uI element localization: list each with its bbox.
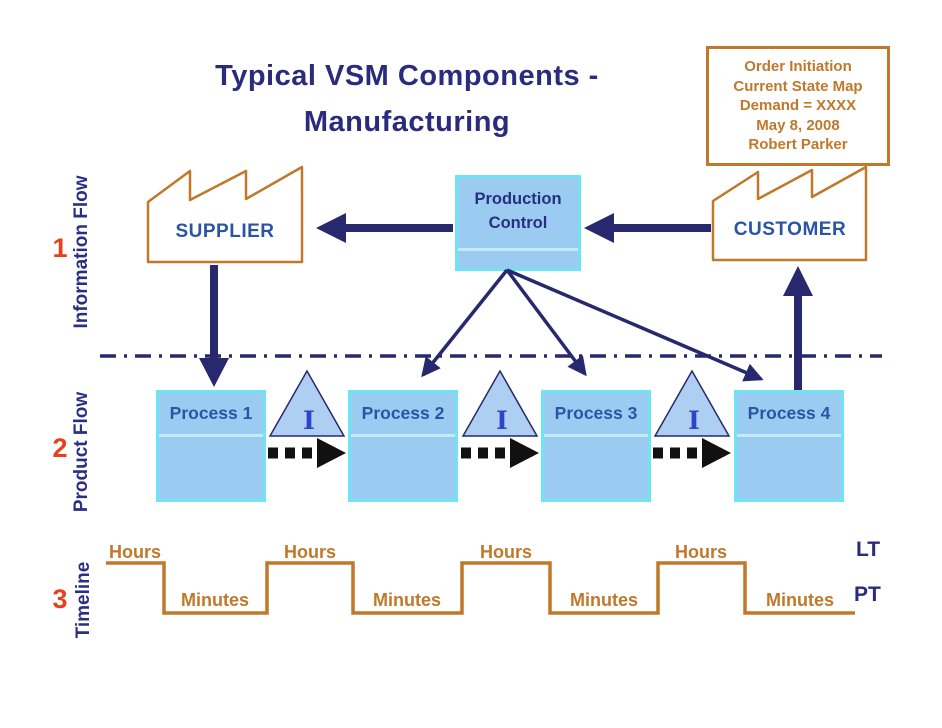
minutes-label-2: Minutes [372, 590, 441, 610]
arrow-production-control-to-supplier [316, 213, 453, 243]
hours-label-4: Hours [674, 542, 727, 562]
minutes-label-4: Minutes [765, 590, 834, 610]
process-3-label: Process 3 [544, 393, 648, 437]
hours-label-2: Hours [283, 542, 336, 562]
production-control-box: Production Control [455, 175, 581, 271]
inventory-triangle-3: I [653, 369, 731, 437]
arrow-production-control-to-process-4 [506, 268, 764, 382]
process-box-4: Process 4 [734, 390, 844, 502]
customer-label: CUSTOMER [733, 219, 847, 240]
inventory-symbol-2: I [496, 406, 508, 435]
note-line-current-state-map: Current State Map [733, 77, 863, 95]
process-2-label: Process 2 [351, 393, 455, 437]
arrow-process-4-to-customer [783, 266, 813, 390]
minutes-label-1: Minutes [180, 590, 249, 610]
inventory-symbol-1: I [303, 406, 315, 435]
section-number-2: 2 [52, 433, 68, 463]
production-control-line2: Control [488, 214, 548, 232]
page-title: Typical VSM Components - Manufacturing [137, 53, 677, 145]
minutes-label-3: Minutes [569, 590, 638, 610]
section-label-product-flow: Product Flow [71, 391, 92, 513]
inventory-triangle-1: I [268, 369, 346, 437]
process-4-label: Process 4 [737, 393, 841, 437]
arrow-production-control-to-process-2 [421, 268, 509, 378]
note-line-order-initiation: Order Initiation [744, 58, 852, 75]
page-title-line1: Typical VSM Components - [215, 60, 599, 92]
section-label-timeline: Timeline [73, 561, 94, 639]
note-line-author: Robert Parker [748, 136, 848, 153]
supplier-label: SUPPLIER [175, 221, 275, 242]
inventory-symbol-3: I [688, 406, 700, 435]
material-flow-arrow-2 [461, 438, 539, 468]
customer-factory-icon [711, 165, 868, 262]
hours-label-3: Hours [479, 542, 532, 562]
process-box-2: Process 2 [348, 390, 458, 502]
note-line-demand: Demand = XXXX [739, 97, 857, 114]
process-box-1: Process 1 [156, 390, 266, 502]
section-label-information-flow: Information Flow [71, 175, 92, 329]
hours-label-1: Hours [108, 542, 161, 562]
material-flow-arrow-1 [268, 438, 346, 468]
arrow-production-control-to-process-3 [505, 268, 587, 377]
production-control-line1: Production [474, 190, 562, 208]
note-line-date: May 8, 2008 [756, 116, 840, 134]
arrow-supplier-to-process-1 [199, 265, 229, 387]
page-title-line2: Manufacturing [303, 106, 511, 138]
process-box-3: Process 3 [541, 390, 651, 502]
lead-time-label: LT [856, 538, 881, 561]
inventory-triangle-2: I [461, 369, 539, 437]
material-flow-arrow-3 [653, 438, 731, 468]
arrow-customer-to-production-control [584, 213, 711, 243]
note-box: Order Initiation Current State Map Deman… [706, 46, 890, 166]
production-control-title: Production Control [458, 178, 578, 251]
section-number-3: 3 [52, 584, 68, 614]
process-1-label: Process 1 [159, 393, 263, 437]
supplier-factory-icon [146, 165, 304, 264]
process-time-label: PT [854, 583, 881, 606]
section-number-1: 1 [52, 233, 68, 263]
